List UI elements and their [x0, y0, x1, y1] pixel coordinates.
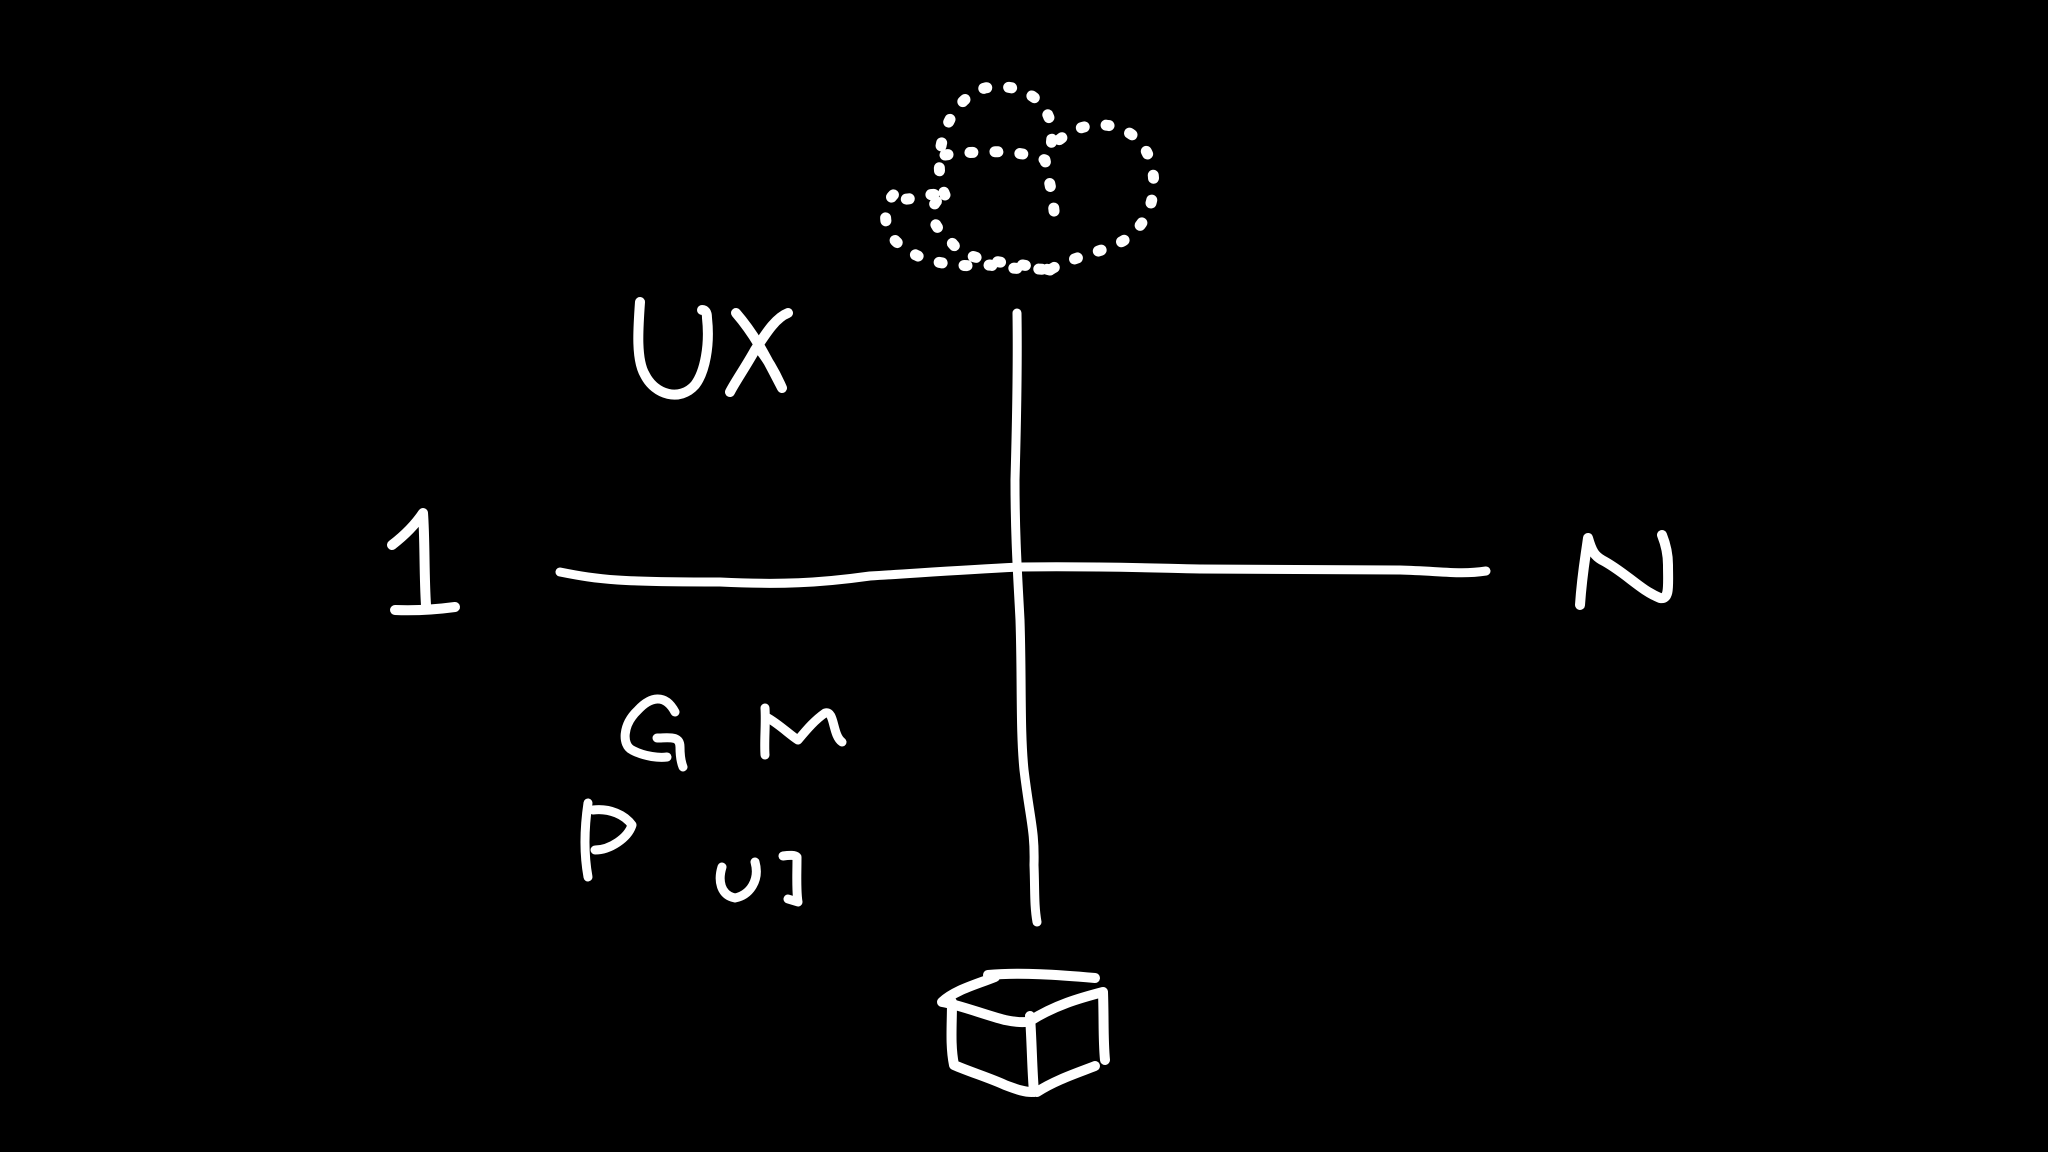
vertical-axis [1010, 308, 1042, 927]
label-ui: UI [715, 850, 803, 907]
label-one: 1 [387, 508, 460, 616]
label-m: M [760, 703, 847, 760]
horizontal-axis [555, 562, 1491, 588]
label-n: N [1575, 530, 1674, 610]
box-icon [937, 968, 1110, 1097]
label-g: G [620, 694, 688, 772]
label-p: P [580, 798, 637, 882]
cloud-icon [880, 81, 1160, 276]
label-ux: UX [633, 297, 793, 400]
